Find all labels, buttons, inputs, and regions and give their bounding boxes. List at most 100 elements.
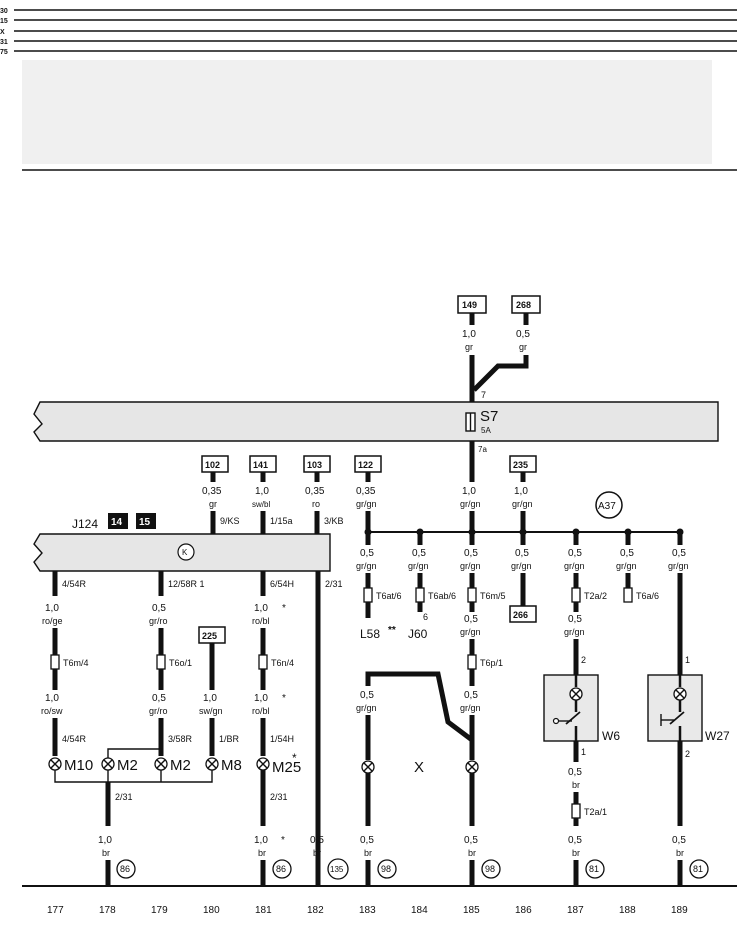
switch-housing-w27 (647, 674, 703, 742)
ref-number: 266 (513, 610, 528, 620)
switch-group: 0,5 gr/gn 2 1 W6 W27 (543, 602, 730, 886)
wire-color: gr/gn (564, 561, 585, 571)
component-label: M2 (117, 757, 138, 774)
wire-color: gr/gn (460, 499, 481, 509)
wire-color: br (572, 780, 580, 790)
wire-size: 0,5 (515, 548, 529, 559)
column-number: 182 (307, 905, 324, 916)
ground-ref-circle (689, 859, 709, 879)
ref-number: 141 (253, 460, 268, 470)
component-label: W27 (705, 729, 730, 743)
pin-label: 1/BR (219, 734, 240, 744)
pin-label: 1/15a (270, 516, 293, 526)
ground-ref-circle (585, 859, 605, 879)
connector-symbol (258, 654, 268, 670)
pin-label: 2/31 (115, 792, 133, 802)
input-feeds: 102 141 103 122 235 0,35 gr 1,0 sw/bl 0,… (201, 441, 623, 534)
pin-label: 6/54H (270, 579, 294, 589)
pin-label: 4/54R (62, 734, 87, 744)
module-badge (108, 513, 128, 529)
ground-ref: 135 (330, 865, 344, 874)
switch-icon (660, 711, 685, 726)
wire-color: br (572, 848, 580, 858)
connector-symbol (415, 587, 425, 603)
connection-circle-label: A37 (598, 501, 616, 512)
wire-color: br (258, 848, 266, 858)
wire-size: 1,0 (98, 835, 112, 846)
wire-size: 0,35 (305, 486, 325, 497)
wire-color: ro/bl (252, 706, 270, 716)
module-label: J124 (72, 517, 98, 531)
component-label: M8 (221, 757, 242, 774)
ground-ref: 81 (589, 864, 599, 874)
wire-size: 1,0 (45, 603, 59, 614)
power-rails: 30 15 X 31 75 (0, 8, 737, 171)
wire-size: 0,5 (568, 767, 582, 778)
connector-symbol (623, 587, 633, 603)
fuse-panel: S7 5A 7 7a (33, 390, 719, 454)
column-number: 181 (255, 905, 272, 916)
wire-size: 0,5 (310, 835, 324, 846)
wire-star: * (282, 603, 286, 614)
wire-color: ro/sw (41, 706, 63, 716)
wire-size: 1,0 (254, 693, 268, 704)
column-number: 179 (151, 905, 168, 916)
bulb-icon (569, 687, 583, 701)
top-feeds: 149 268 1,0 gr 0,5 gr (457, 295, 541, 402)
module-badge-text: 14 (111, 517, 123, 528)
connector-label: T6o/1 (169, 658, 192, 668)
column-number: 187 (567, 905, 584, 916)
wire-size: 0,35 (202, 486, 222, 497)
ground-bus: 177 178 179 180 181 182 183 184 185 186 … (22, 885, 737, 916)
wire-size: 0,5 (672, 835, 686, 846)
component-label: M25 (272, 759, 301, 776)
rail-label: 75 (0, 49, 8, 56)
wire-size: 0,5 (464, 548, 478, 559)
column-number: 186 (515, 905, 532, 916)
wire-size: 0,5 (568, 614, 582, 625)
pin-label: 12/58R 1 (168, 579, 205, 589)
ground-ref: 86 (276, 864, 286, 874)
switch-icon (552, 711, 581, 725)
wire-color: gr/gn (616, 561, 637, 571)
fuse-rating: 5A (481, 426, 491, 435)
ground-ref-circle (327, 858, 349, 880)
wire-color: gr/gn (511, 561, 532, 571)
column-number: 177 (47, 905, 64, 916)
connector-label: T6at/6 (376, 591, 402, 601)
wire-color: gr (519, 342, 527, 352)
ref-box (509, 605, 537, 623)
ground-ref-circle (481, 859, 501, 879)
switch-housing-w6 (543, 674, 599, 742)
wire-size: 1,0 (254, 835, 268, 846)
wire-size: 0,5 (672, 548, 686, 559)
motor-symbol (205, 757, 219, 771)
pin-label: 3/KB (324, 516, 344, 526)
pin-label: 2 (581, 655, 586, 665)
pin-label: 1/54H (270, 734, 294, 744)
rail-label: 30 (0, 8, 8, 15)
column-number: 184 (411, 905, 428, 916)
wire-size: 0,5 (464, 690, 478, 701)
bulb-icon (673, 687, 687, 701)
pin-label: 3/58R (168, 734, 193, 744)
column-number: 183 (359, 905, 376, 916)
module-circle-label: K (182, 548, 188, 557)
lamp-group: 0,5 gr/gn T6p/1 0,5 gr/gn 0,5 gr/gn X 0,… (356, 602, 503, 886)
fuse-pin-out: 7a (478, 445, 487, 454)
pin-label: 9/KS (220, 516, 240, 526)
wire-size: 1,0 (203, 693, 217, 704)
connector-symbol (156, 654, 166, 670)
wire-size: 1,0 (45, 693, 59, 704)
ground-ref: 86 (120, 864, 130, 874)
connector-symbol (467, 587, 477, 603)
motor-symbol (154, 757, 168, 771)
pin-label: 2/31 (270, 792, 288, 802)
wire-color: br (468, 848, 476, 858)
wire-size: 0,5 (620, 548, 634, 559)
wire-size: 0,5 (360, 835, 374, 846)
connector-symbol (571, 587, 581, 603)
wire-size: 0,5 (568, 548, 582, 559)
motor-symbol (48, 757, 62, 771)
